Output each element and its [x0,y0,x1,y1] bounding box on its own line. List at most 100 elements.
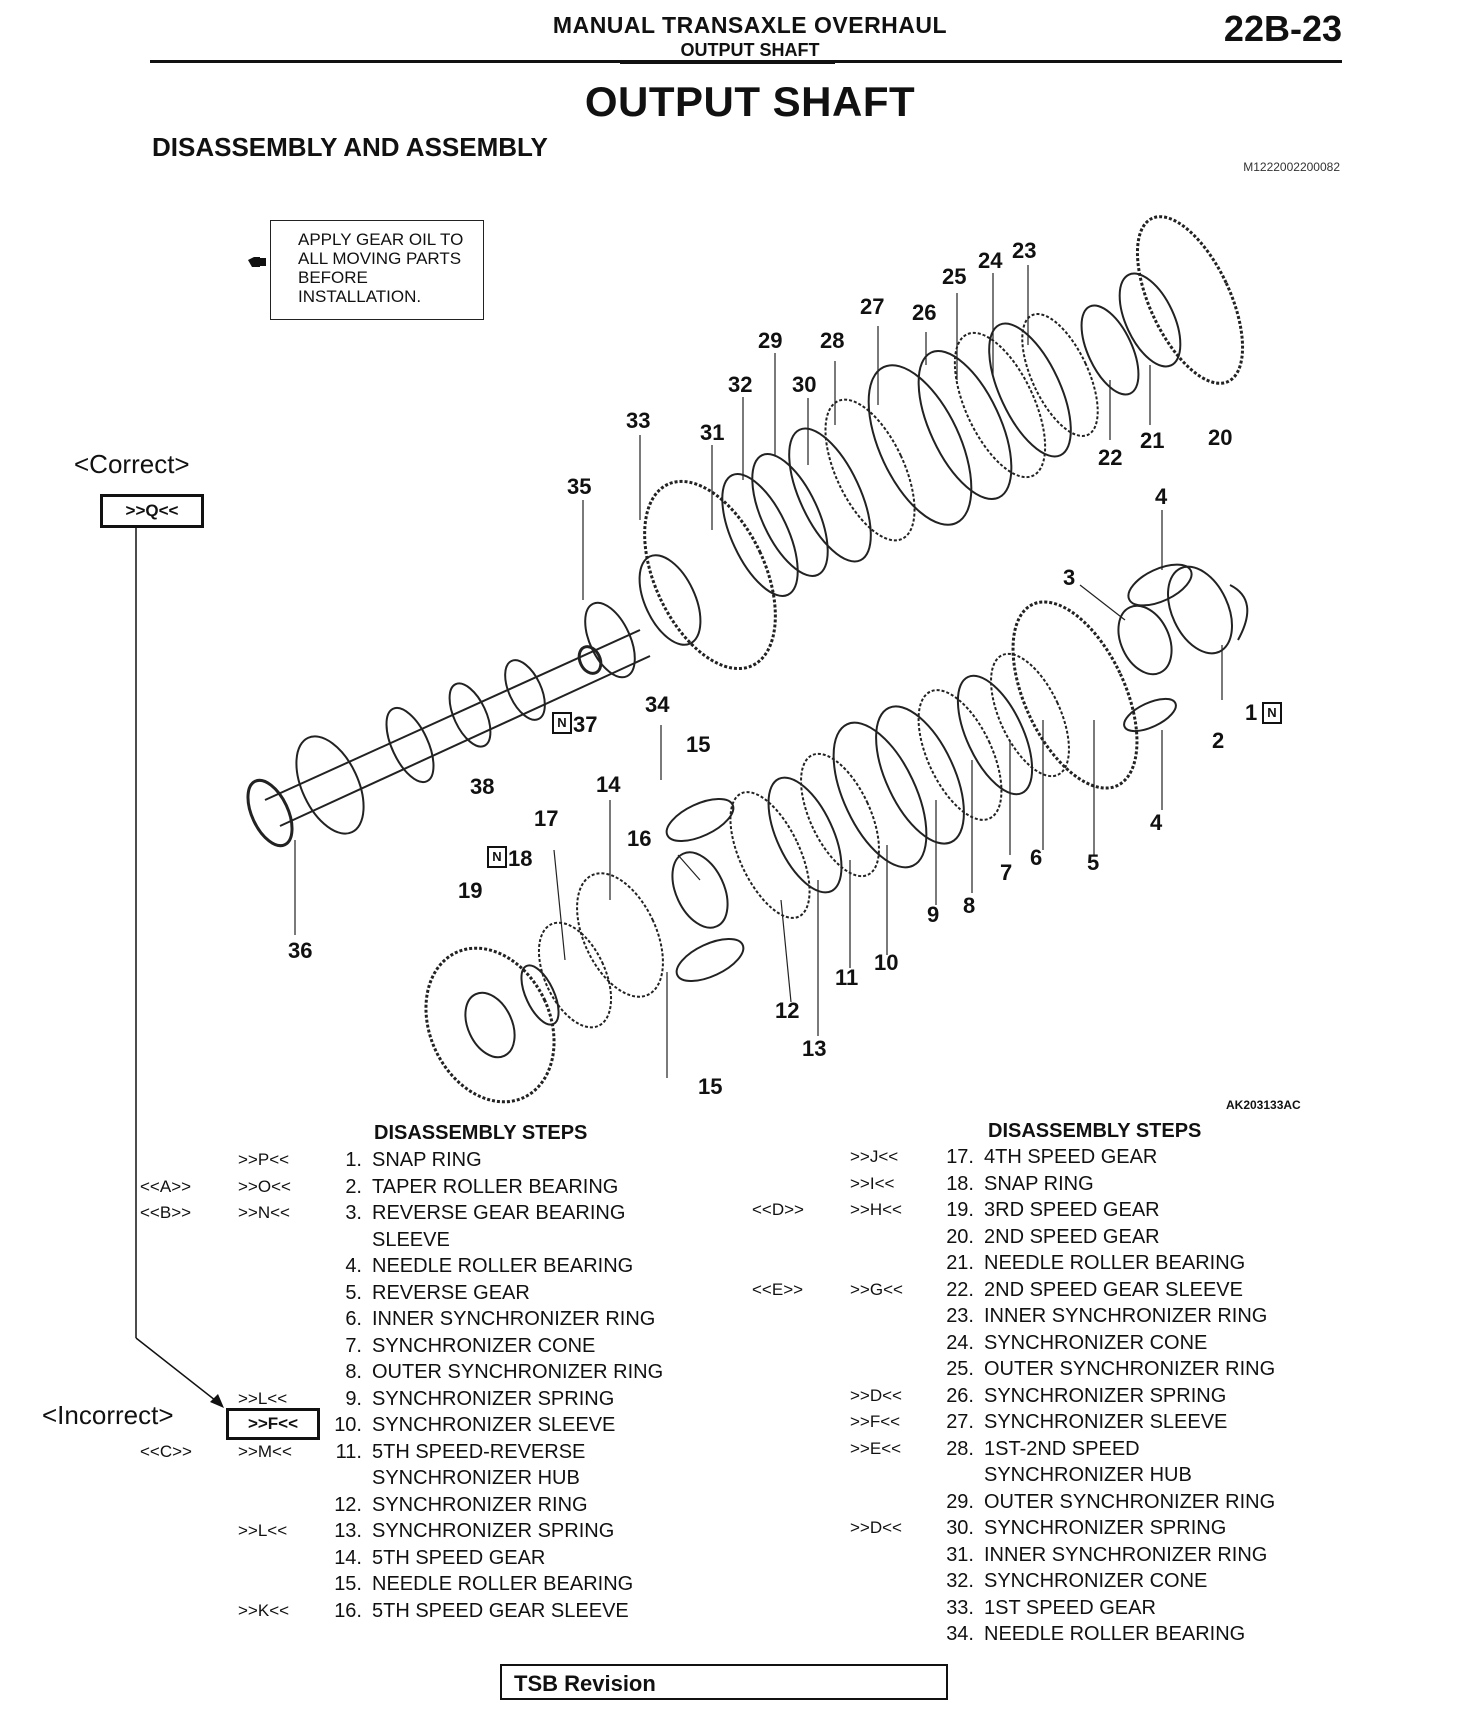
step-text: 3RD SPEED GEAR [984,1199,1160,1221]
callout-10: 10 [874,950,899,975]
step-removal-code: >>G<< [850,1279,903,1299]
step-row: >>P<<1.SNAP RING [140,1147,740,1174]
callout-24: 24 [978,248,1003,273]
step-text: NEEDLE ROLLER BEARING [372,1255,634,1277]
callout-32: 32 [728,372,753,397]
step-row: >>I<<18.SNAP RING [752,1171,1352,1198]
callout-2: 2 [1212,728,1225,753]
step-row: 24.SYNCHRONIZER CONE [752,1330,1352,1357]
step-row: <<A>>>>O<<2.TAPER ROLLER BEARING [140,1174,740,1201]
step-removal-code: >>I<< [850,1173,895,1193]
callout-34: 34 [645,692,670,717]
step-number: 14. [334,1546,362,1569]
step-text: INNER SYNCHRONIZER RING [984,1305,1268,1327]
new-part-icon: N [1262,702,1282,724]
callout-37: 37 [573,712,598,737]
callout-9: 9 [927,902,940,927]
incorrect-code-box: >>F<< [226,1408,320,1440]
step-row: 34.NEEDLE ROLLER BEARING [752,1621,1352,1648]
step-text: 5TH SPEED-REVERSE [372,1440,586,1463]
header-rule [150,60,1342,63]
callout-28: 28 [820,328,845,353]
step-number: 7. [345,1334,362,1357]
callout-15a: 15 [686,732,711,757]
step-text: 1ST-2ND SPEED [984,1437,1140,1460]
step-text: SYNCHRONIZER SPRING [372,1520,615,1542]
step-text: SYNCHRONIZER CONE [984,1570,1208,1592]
callout-3: 3 [1063,565,1076,590]
step-text: 1ST SPEED GEAR [984,1596,1156,1619]
step-removal-code: >>N<< [238,1203,290,1222]
callout-17: 17 [534,806,559,831]
step-row: 25.OUTER SYNCHRONIZER RING [752,1356,1352,1383]
step-number: 8. [345,1361,362,1383]
step-number: 9. [345,1387,362,1410]
step-number: 15. [334,1573,362,1595]
callout-8: 8 [963,893,976,918]
step-row: 29.OUTER SYNCHRONIZER RING [752,1489,1352,1516]
step-number: 26. [946,1384,974,1407]
step-number: 32. [946,1570,974,1592]
step-row: >>L<<9.SYNCHRONIZER SPRING [140,1386,740,1413]
section-subtitle: OUTPUT SHAFT [680,40,820,60]
steps-heading-right: DISASSEMBLY STEPS [988,1120,1202,1142]
steps-list-right: >>J<<17.4TH SPEED GEAR>>I<<18.SNAP RING<… [752,1144,1352,1648]
subtitle-underline [620,62,835,64]
step-text: NEEDLE ROLLER BEARING [984,1252,1246,1274]
step-row: 33.1ST SPEED GEAR [752,1595,1352,1622]
step-number: 11. [335,1440,362,1463]
step-row: 12.SYNCHRONIZER RING [140,1492,740,1519]
step-number: 12. [334,1493,362,1516]
step-row: 14. 5TH SPEED GEAR [140,1545,740,1572]
step-text: NEEDLE ROLLER BEARING [984,1623,1246,1645]
step-install-code: <<D>> [752,1200,804,1219]
callout-27: 27 [860,294,885,319]
step-text: SYNCHRONIZER CONE [372,1334,596,1357]
step-text: REVERSE GEAR BEARING [372,1202,626,1224]
callout-29: 29 [758,328,783,353]
callout-6: 6 [1030,845,1043,870]
step-row: 31. INNER SYNCHRONIZER RING [752,1542,1352,1569]
incorrect-label: <Incorrect> [42,1400,174,1430]
callout-11: 11 [835,965,859,990]
callout-5: 5 [1087,850,1100,875]
callout-35: 35 [567,474,592,499]
step-row: >>D<<26.SYNCHRONIZER SPRING [752,1383,1352,1410]
step-number: 19. [946,1199,974,1221]
step-number: 31. [946,1543,974,1566]
callout-26: 26 [912,300,937,325]
step-text: 5TH SPEED GEAR [372,1546,546,1569]
step-text: SYNCHRONIZER SLEEVE [372,1414,616,1436]
step-row: 32. SYNCHRONIZER CONE [752,1568,1352,1595]
step-number: 22. [946,1278,974,1301]
step-row: 5.REVERSE GEAR [140,1280,740,1307]
step-number: 21. [946,1252,974,1274]
document-code: M1222002200082 [1243,160,1340,174]
step-row: >>E<<28.1ST-2ND SPEED [752,1436,1352,1463]
step-install-code: <<E>> [752,1279,804,1299]
step-row: 20.2ND SPEED GEAR [752,1224,1352,1251]
step-text: SNAP RING [372,1149,482,1171]
step-removal-code: >>P<< [238,1150,290,1169]
step-number: 16. [334,1599,362,1622]
step-removal-code: >>L<< [238,1521,288,1540]
step-row: >>D<<30.SYNCHRONIZER SPRING [752,1515,1352,1542]
step-text: TAPER ROLLER BEARING [372,1175,619,1198]
step-removal-code: >>L<< [238,1388,288,1408]
step-number: 24. [946,1331,974,1354]
new-part-icon: N [552,712,572,734]
step-removal-code: >>D<< [850,1518,902,1537]
callout-20: 20 [1208,425,1233,450]
step-number: 3. [345,1202,362,1224]
step-row: <<B>>>>N<<3.REVERSE GEAR BEARING [140,1200,740,1227]
step-number: 23. [946,1305,974,1327]
step-row: >>F<<27.SYNCHRONIZER SLEEVE [752,1409,1352,1436]
step-row: 21. NEEDLE ROLLER BEARING [752,1250,1352,1277]
section-heading: DISASSEMBLY AND ASSEMBLY [152,132,548,162]
step-number: 17. [946,1146,974,1168]
step-number: 5. [345,1281,362,1304]
step-text: INNER SYNCHRONIZER RING [984,1543,1268,1566]
leader-lines [294,265,1223,1078]
oil-can-icon [246,252,268,275]
